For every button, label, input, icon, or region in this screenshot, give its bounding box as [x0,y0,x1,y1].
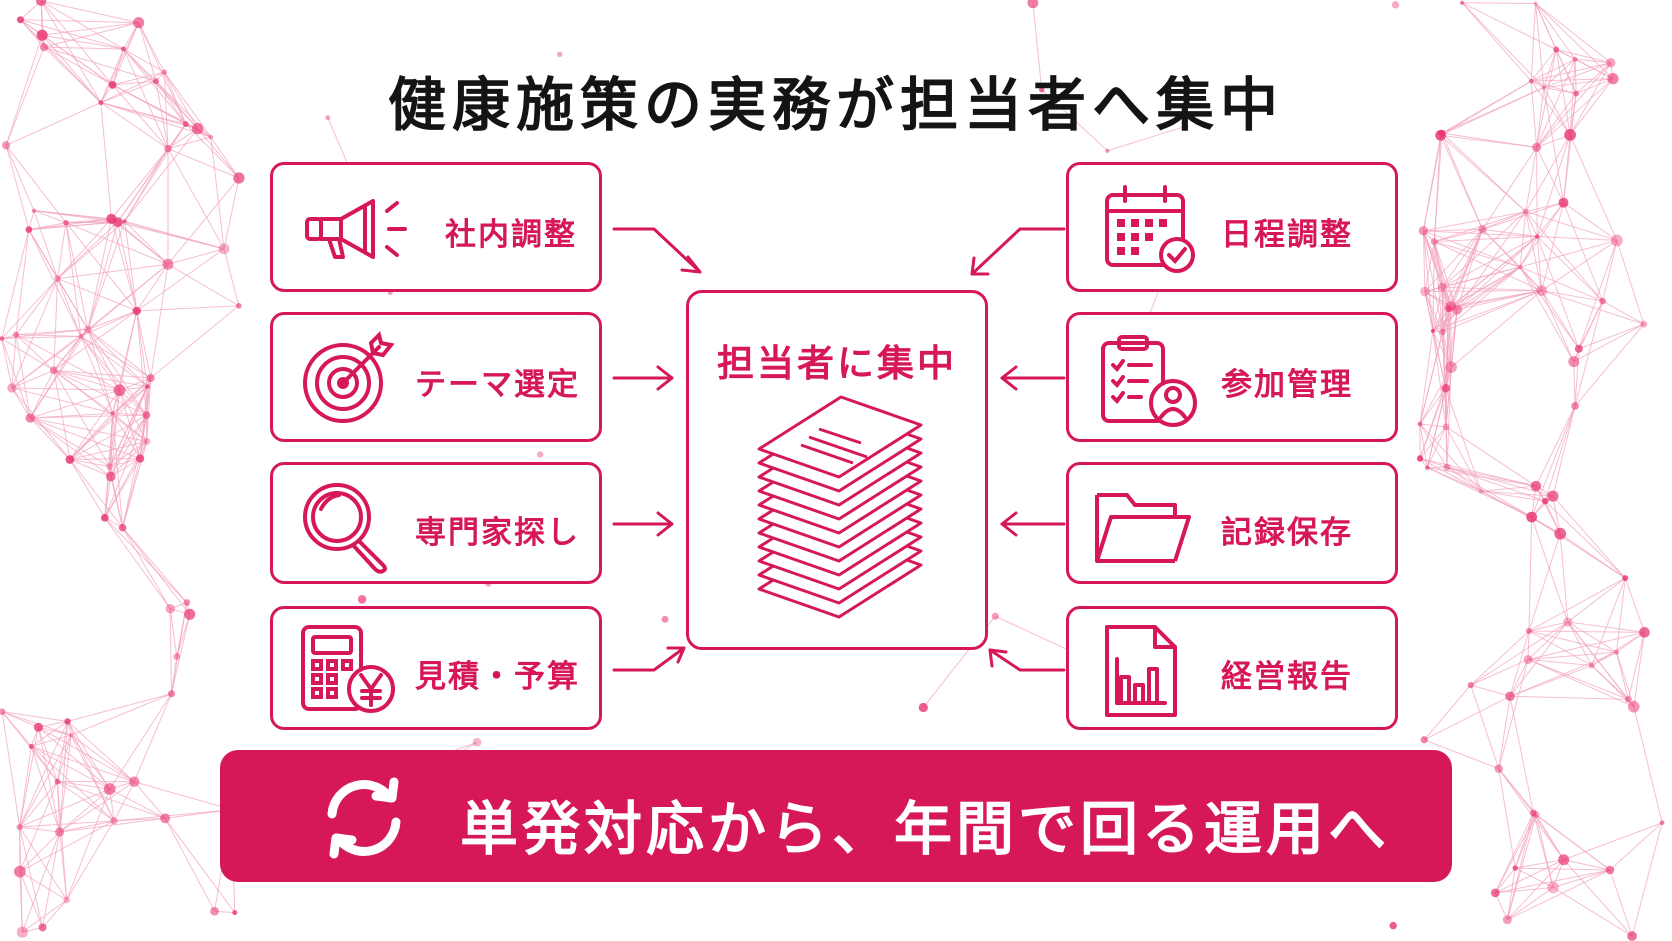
center-label: 担当者に集中 [717,342,957,385]
item-label: 日程調整 [1221,217,1353,253]
folder-icon [1093,487,1193,571]
refresh-cycle-icon [316,770,412,870]
clipboard-user-icon [1099,333,1199,433]
report-chart-icon [1103,623,1183,723]
item-label: 社内調整 [445,217,577,253]
item-expert-search: 専門家探し [270,462,602,584]
banner-label: 単発対応から、年間で回る運用へ [460,795,1391,863]
center-focus-box: 担当者に集中 [686,290,988,650]
magnifier-icon [299,479,395,579]
item-label: 経営報告 [1221,659,1353,695]
page-title: 健康施策の実務が担当者へ集中 [387,71,1284,139]
conclusion-banner: 単発対応から、年間で回る運用へ [220,750,1452,882]
target-icon [299,331,399,431]
document-stack-icon [741,391,937,635]
item-management-report: 経営報告 [1066,606,1398,730]
item-participation-management: 参加管理 [1066,312,1398,442]
megaphone-icon [301,193,421,269]
item-internal-coordination: 社内調整 [270,162,602,292]
calendar-check-icon [1103,183,1199,283]
item-label: 参加管理 [1221,367,1353,403]
item-record-storage: 記録保存 [1066,462,1398,584]
item-label: 専門家探し [415,515,580,551]
item-label: テーマ選定 [415,367,580,403]
item-label: 見積・予算 [415,659,580,695]
calculator-yen-icon [299,623,399,723]
item-estimate-budget: 見積・予算 [270,606,602,730]
item-label: 記録保存 [1221,515,1353,551]
item-theme-selection: テーマ選定 [270,312,602,442]
item-schedule-coordination: 日程調整 [1066,162,1398,292]
